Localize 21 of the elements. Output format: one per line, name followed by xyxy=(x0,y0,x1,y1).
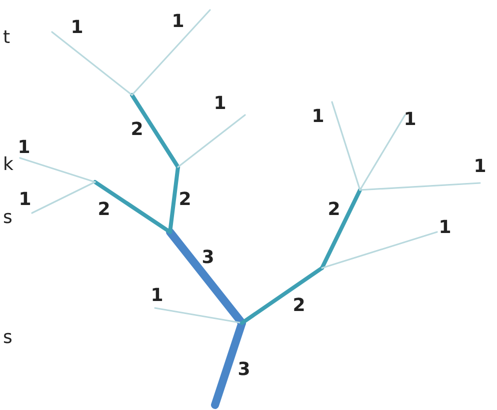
stream-order-number: 2 xyxy=(98,201,110,219)
stream-order-number: 1 xyxy=(172,13,184,31)
stream-order-number: 1 xyxy=(404,111,416,129)
cut-off-text: s xyxy=(3,329,12,347)
stream-order-number: 1 xyxy=(474,158,486,176)
stream-order-number: 1 xyxy=(18,191,32,209)
cut-off-text: k xyxy=(3,156,14,174)
stream-order-number: 1 xyxy=(150,287,164,305)
cut-off-text: t xyxy=(3,29,10,47)
stream-order-number: 1 xyxy=(18,139,30,157)
stream-order-number: 1 xyxy=(70,19,84,37)
stream-order-number: 1 xyxy=(438,219,452,237)
cut-off-text: s xyxy=(3,209,12,227)
stream-order-number: 2 xyxy=(130,121,144,139)
stream-order-number: 3 xyxy=(202,249,214,267)
stream-order-number: 2 xyxy=(178,191,192,209)
stream-order-number: 2 xyxy=(292,297,306,315)
stream-order-number: 2 xyxy=(328,201,340,219)
stream-order-number: 3 xyxy=(238,361,250,379)
stream-order-number: 1 xyxy=(214,95,226,113)
stream-order-number: 1 xyxy=(312,108,324,126)
